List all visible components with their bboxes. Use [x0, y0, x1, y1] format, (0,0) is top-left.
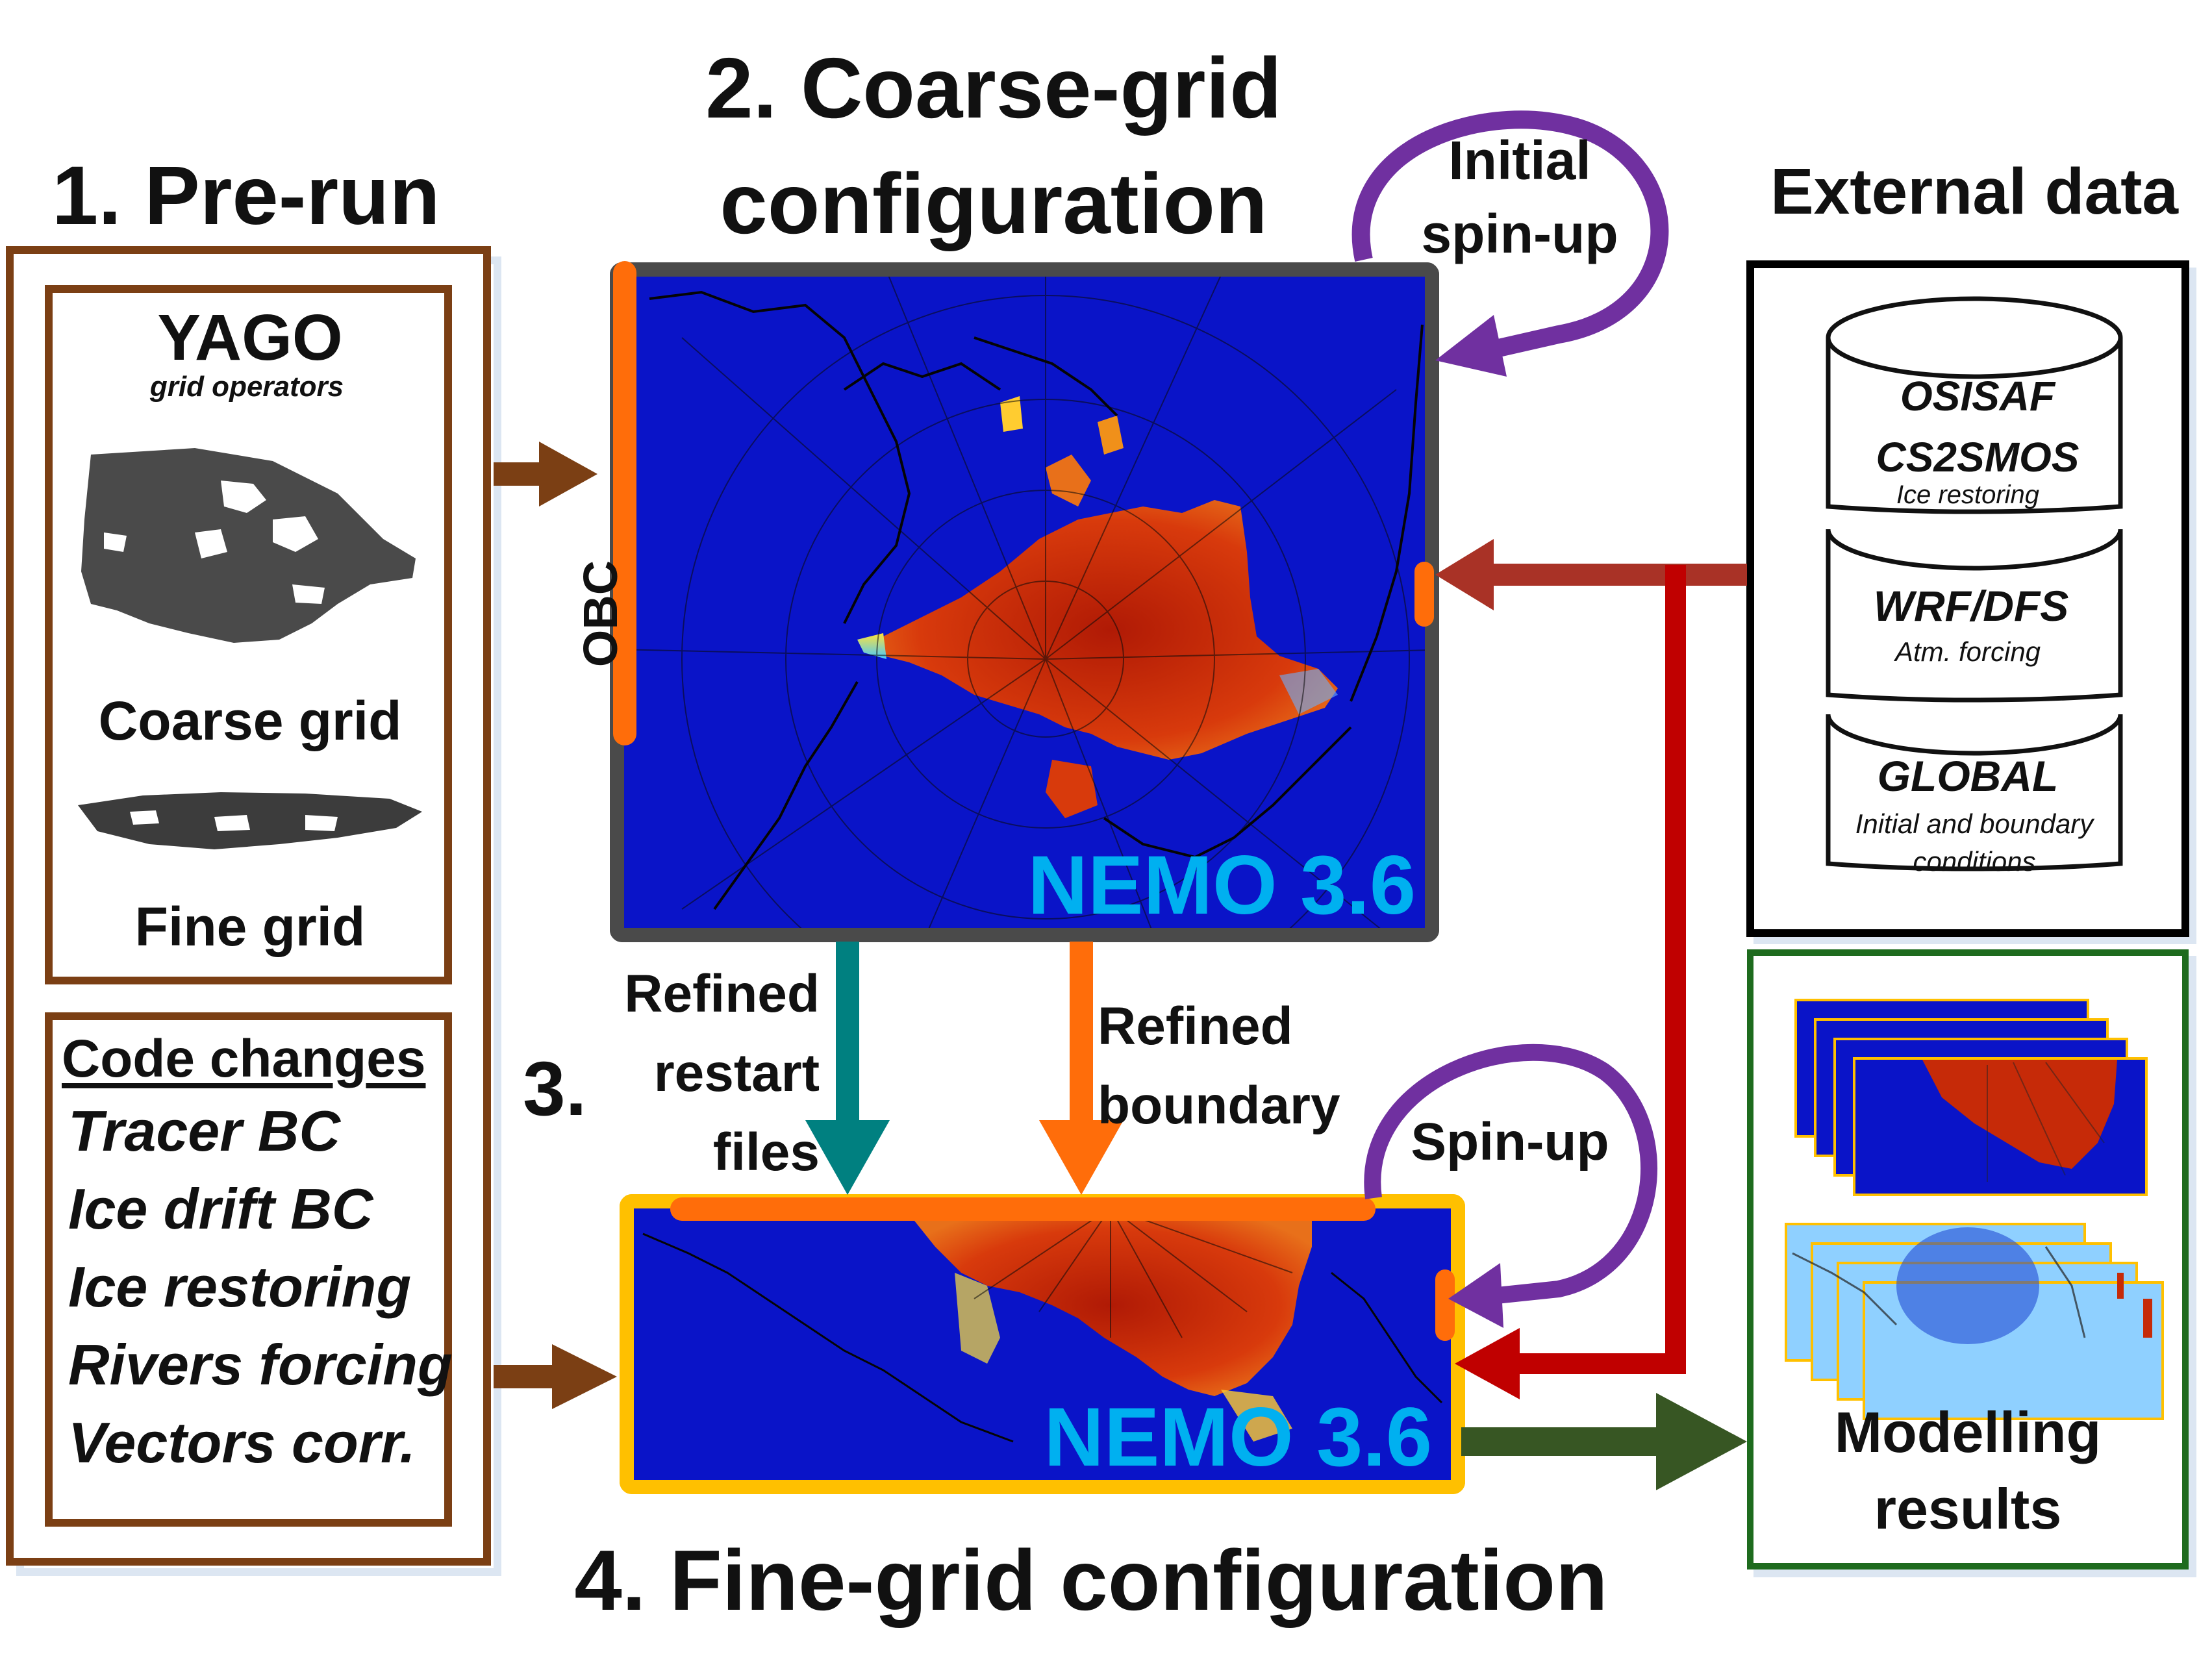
loop-initial-spinup: [1351, 110, 1669, 377]
boundary-label-line2: boundary: [1098, 1076, 1340, 1135]
boundary-label-line1: Refined: [1098, 997, 1293, 1056]
fine-grid-mask: [78, 792, 422, 849]
initial-spinup-line1: Initial: [1448, 130, 1591, 191]
initial-spinup-line2: spin-up: [1421, 203, 1618, 264]
arrow-fine-to-results: [1461, 1393, 1747, 1490]
code-item-tracer-bc: Tracer BC: [68, 1099, 341, 1163]
heading-step3: 3.: [523, 1046, 587, 1132]
restart-label-line1: Refined: [624, 964, 820, 1023]
code-item-rivers-forcing: Rivers forcing: [68, 1332, 453, 1397]
yago-title: YAGO: [157, 301, 343, 374]
code-item-ice-restoring: Ice restoring: [68, 1255, 412, 1319]
arrow-external-to-fine: [1455, 565, 1686, 1399]
db-wrf-dfs-label: WRF/DFS: [1873, 582, 2069, 630]
yago-subtitle: grid operators: [149, 371, 344, 403]
db-osisaf-label: OSISAF: [1900, 373, 2055, 419]
coarse-grid-label: Coarse grid: [98, 690, 402, 751]
arrow-prerun-to-coarse: [494, 442, 597, 507]
fine-grid-map: [620, 1194, 1465, 1494]
heading-coarse-line2: configuration: [720, 156, 1268, 251]
arrow-external-to-coarse: [1435, 539, 1747, 610]
results-label-line1: Modelling: [1834, 1400, 2102, 1464]
code-item-ice-drift-bc: Ice drift BC: [68, 1177, 373, 1241]
arrow-refined-boundary: [1039, 942, 1124, 1195]
results-label-line2: results: [1874, 1477, 2062, 1541]
obc-label: OBC: [573, 560, 627, 668]
result-frames-thickness: [1785, 1223, 2164, 1420]
code-changes-title: Code changes: [62, 1029, 426, 1088]
fine-nemo-label: NEMO 3.6: [1044, 1391, 1433, 1484]
spinup-label: Spin-up: [1411, 1112, 1609, 1171]
heading-fine: 4. Fine-grid configuration: [574, 1532, 1608, 1628]
restart-label-line2: restart: [653, 1044, 820, 1103]
arrow-restart-files: [805, 942, 890, 1195]
db-atm-forcing-label: Atm. forcing: [1894, 636, 2041, 667]
external-data-panel: [1746, 260, 2196, 944]
result-frames-ice: [1794, 999, 2148, 1196]
db-ice-restoring-label: Ice restoring: [1896, 481, 2040, 509]
modelling-results-panel: [1747, 949, 2196, 1577]
db-global-label: GLOBAL: [1877, 752, 2059, 800]
heading-coarse-line1: 2. Coarse-grid: [705, 40, 1282, 136]
db-cs2smos-label: CS2SMOS: [1876, 434, 2080, 481]
coarse-grid-mask: [81, 448, 416, 643]
db-initial-boundary-label: Initial and boundary: [1855, 808, 2094, 839]
heading-pre-run: 1. Pre-run: [52, 149, 440, 242]
coarse-nemo-label: NEMO 3.6: [1027, 839, 1416, 932]
loop-spinup: [1364, 1044, 1657, 1328]
fine-grid-label: Fine grid: [134, 896, 366, 957]
restart-label-line3: files: [712, 1123, 820, 1182]
code-item-vectors-corr: Vectors corr.: [68, 1410, 416, 1475]
heading-external: External data: [1770, 155, 2179, 228]
arrow-codechanges-to-fine: [494, 1344, 617, 1409]
db-conditions-label: conditions: [1913, 846, 2036, 877]
